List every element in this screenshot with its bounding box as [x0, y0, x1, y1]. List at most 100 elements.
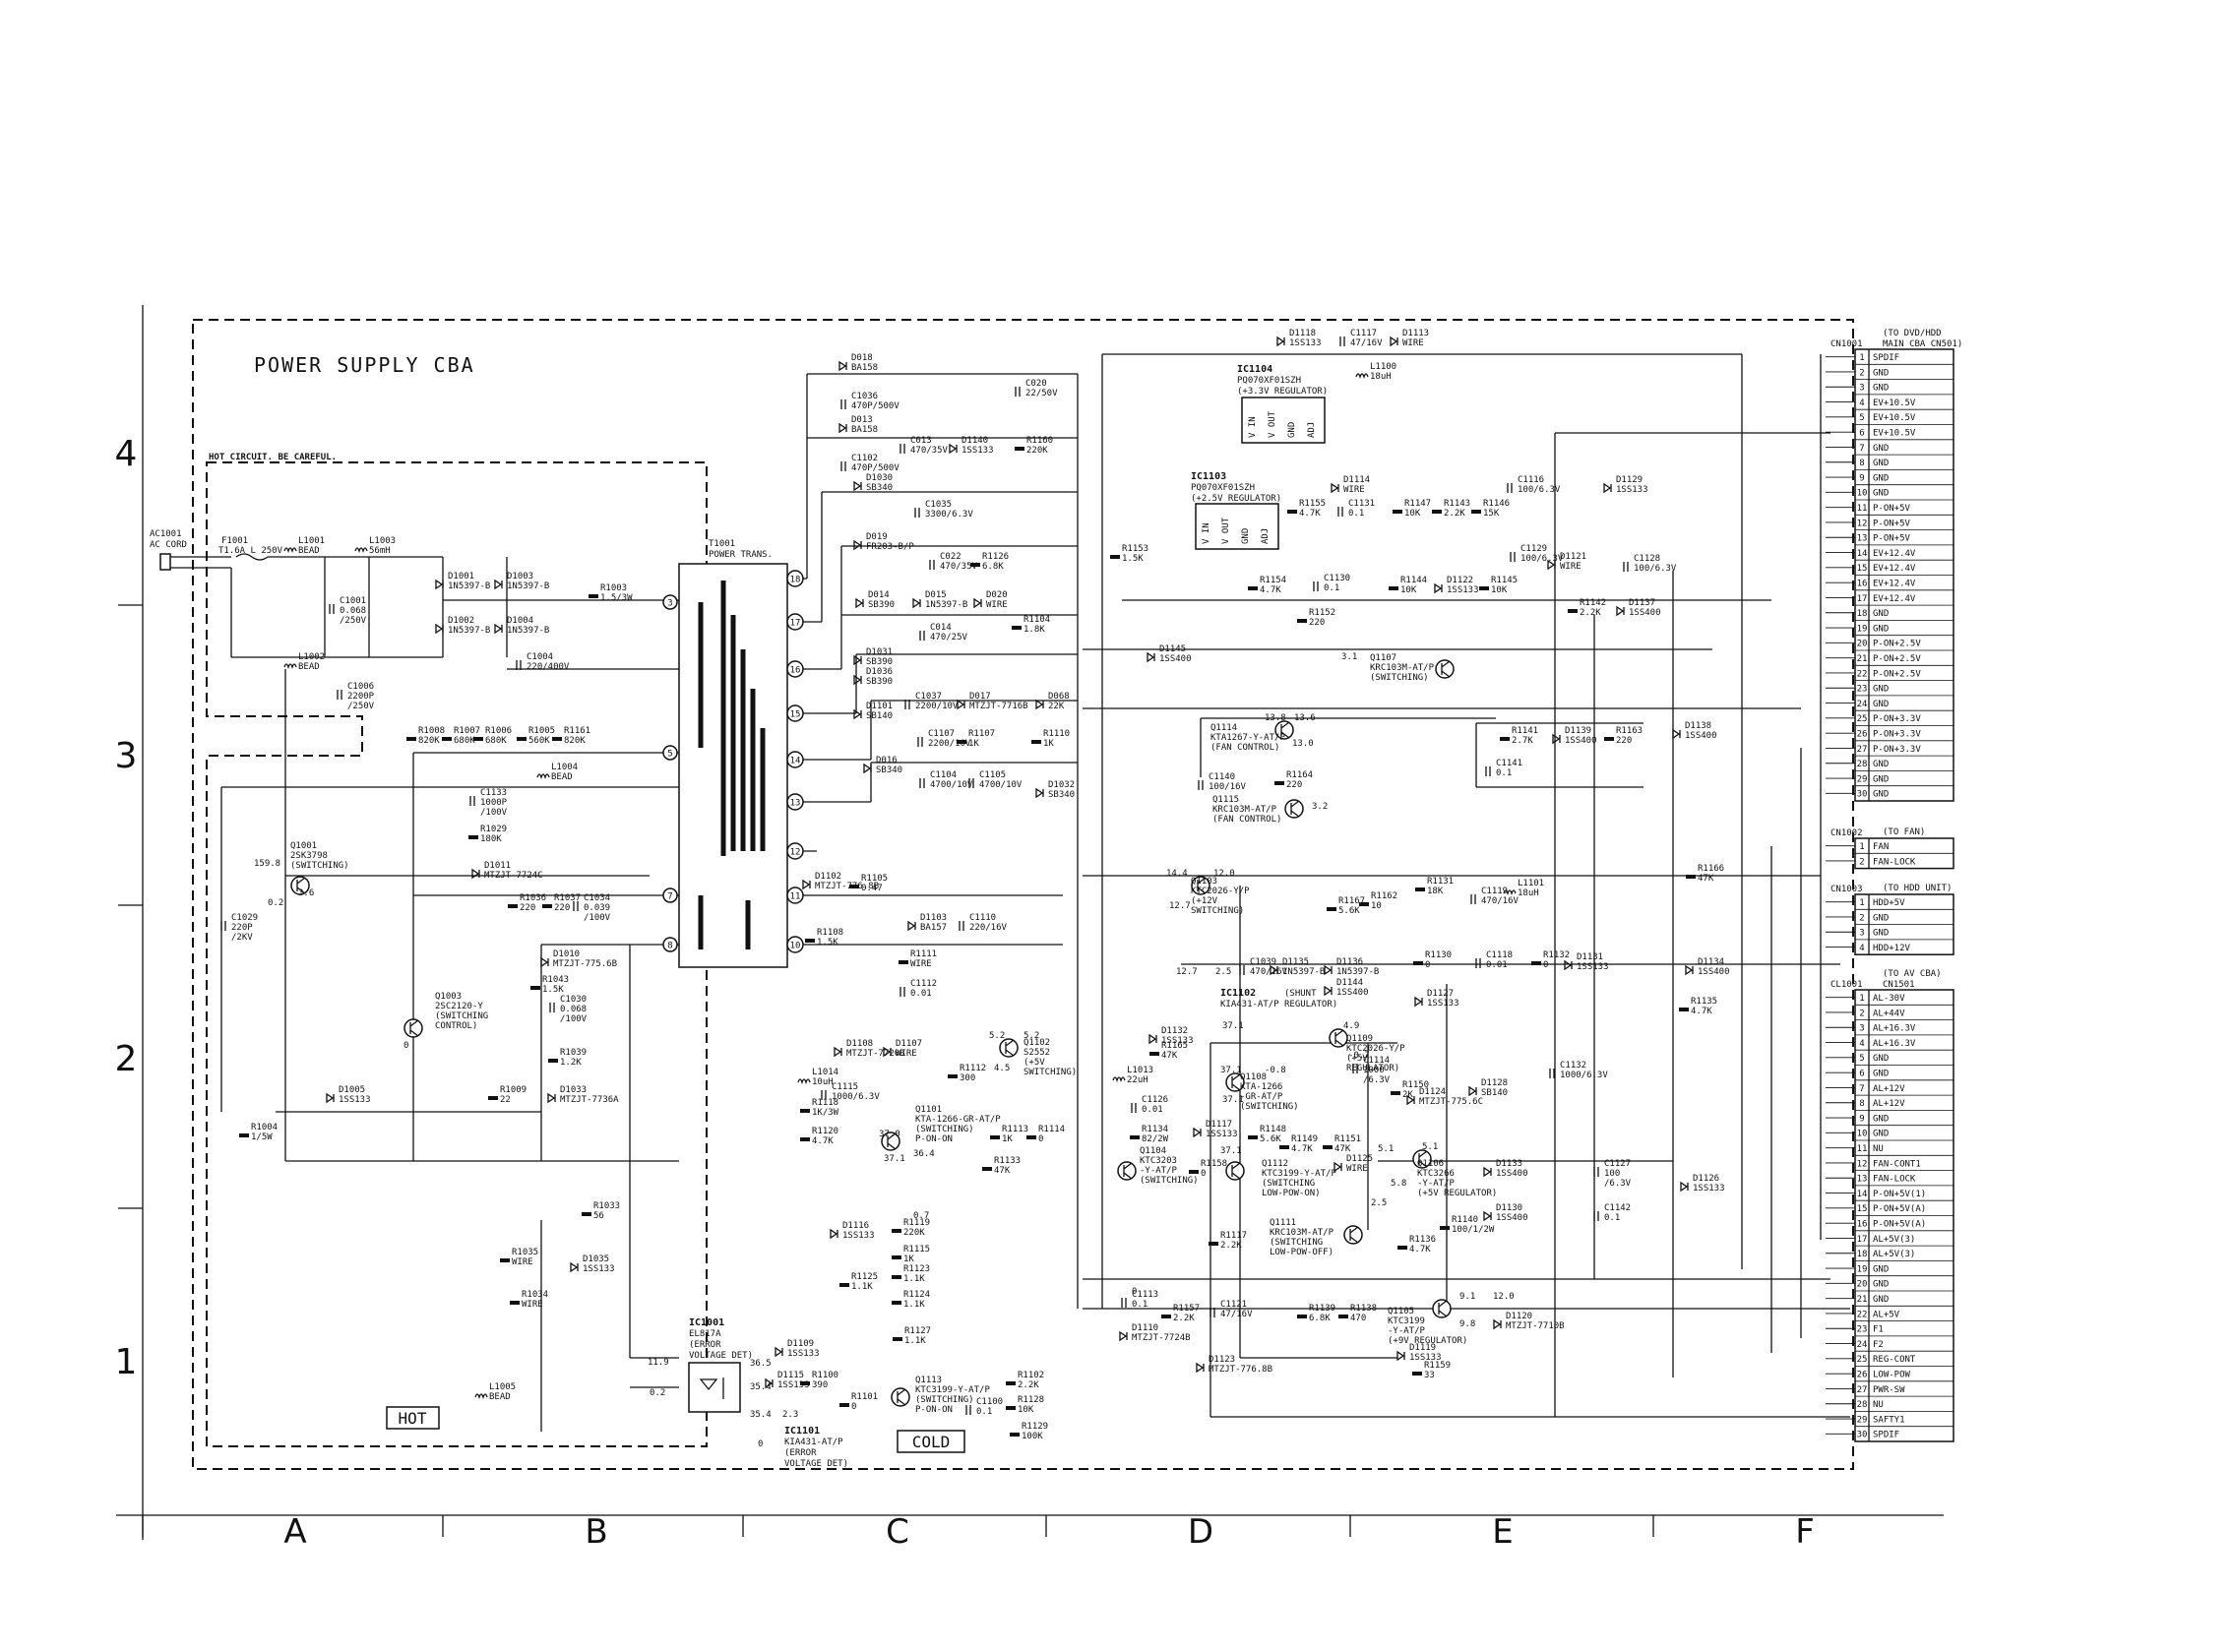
voltage-reading: 0 [758, 1439, 763, 1449]
connector-pin-number: 9 [1859, 473, 1864, 483]
part-value: 56 [593, 1211, 604, 1221]
part-ref: C1004 [527, 652, 553, 662]
part-value: 10uH [812, 1077, 834, 1087]
transistor-part: KTC2026-Y/P [1346, 1044, 1405, 1054]
part-ref: L1001 [298, 536, 325, 546]
connector-pin-number: 4 [1859, 944, 1864, 953]
primary-wiring [220, 669, 679, 1432]
part-value: 1K [1043, 739, 1054, 749]
transformer-pin [786, 660, 804, 678]
part-ref: R1039 [560, 1048, 587, 1058]
part-value: 0 [1201, 1169, 1206, 1179]
part-value: 1SS133 [583, 1264, 615, 1274]
ic1001-desc: (ERROR [689, 1340, 721, 1350]
part-value: 1000P [480, 798, 508, 808]
part-value: 220K [903, 1228, 925, 1238]
part-value: 0 [851, 1402, 856, 1412]
part-value: 18uH [1518, 888, 1539, 898]
connector-pin-label: AL+16.3V [1873, 1024, 1916, 1034]
connector-pin-number: 15 [1857, 1204, 1868, 1214]
part-ref: D1116 [842, 1221, 869, 1231]
part-ref: R1162 [1371, 891, 1397, 901]
transistor-part: KTC3266 [1417, 1169, 1455, 1179]
voltage-reading: 35.4 [750, 1382, 772, 1392]
ac-input-sub: AC CORD [150, 540, 187, 550]
connector-pin-label: GND [1873, 384, 1889, 394]
part-ref: R1037 [554, 893, 581, 903]
part-value: WIRE [1560, 562, 1582, 572]
part-value: 1N5397-B [1282, 967, 1325, 977]
part-value: 220 [1309, 618, 1325, 628]
part-value: MTZJT-7710B [1506, 1321, 1565, 1331]
part-value: /2KV [231, 933, 253, 943]
part-value: /100V [584, 913, 611, 923]
part-ref: D1135 [1282, 957, 1309, 967]
part-value: 100/6.3V [1520, 554, 1564, 564]
voltage-reading: 5.1 [1422, 1142, 1438, 1152]
transistor-ref: Q1113 [915, 1376, 942, 1385]
part-ref: C1105 [979, 770, 1006, 780]
transistor-role: SWITCHING) [1023, 1068, 1077, 1077]
hot-circuit-note: HOT CIRCUIT. BE CAREFUL. [209, 453, 337, 462]
voltage-reading: 37.1 [1222, 1095, 1244, 1105]
part-ref: D1118 [1289, 329, 1316, 338]
transistor-role: LOW-POW-ON) [1262, 1189, 1321, 1198]
connector-pin-label: FAN [1873, 842, 1889, 852]
part-ref: R1140 [1452, 1215, 1478, 1225]
part-ref: D1144 [1336, 978, 1363, 988]
part-value: 220P [231, 923, 253, 933]
cold-label-box [897, 1430, 965, 1453]
connector-pin-number: 22 [1857, 1310, 1868, 1319]
part-ref: D1003 [507, 572, 533, 581]
transistor-role: LOW-POW-OFF) [1270, 1248, 1334, 1257]
voltage-reading: -0.8 [1265, 1066, 1286, 1075]
hot-region-outline [206, 461, 708, 1447]
grid-row-4: 4 [115, 434, 138, 474]
part-ref: R1155 [1299, 499, 1326, 509]
part-value: 470/35V [940, 562, 978, 572]
part-value: 2.2K [1580, 608, 1601, 618]
ic1103: IC1103 PQ070XF01SZH (+2.5V REGULATOR) V … [1191, 471, 1281, 550]
part-ref: R1145 [1491, 576, 1518, 585]
ic1101-part: KIA431-AT/P [784, 1438, 843, 1447]
part-ref: C1104 [930, 770, 957, 780]
part-ref: R1112 [960, 1064, 986, 1073]
transistor-part: 2SC2120-Y [435, 1002, 483, 1011]
part-ref: D1033 [560, 1085, 587, 1095]
part-value: 300 [960, 1073, 975, 1083]
part-ref: D1133 [1496, 1159, 1522, 1169]
part-ref: D1121 [1560, 552, 1586, 562]
part-ref: R1043 [542, 975, 569, 985]
connector-pin-number: 26 [1857, 730, 1868, 740]
transformer-pin [786, 570, 804, 587]
part-ref: D1117 [1206, 1120, 1232, 1130]
transistor-role: P-ON-ON [915, 1405, 953, 1415]
part-ref: R1135 [1691, 997, 1717, 1007]
part-value: 220 [520, 903, 535, 913]
connector-pin-number: 23 [1857, 1325, 1868, 1335]
voltage-reading: 9.8 [1459, 1319, 1475, 1329]
transistor-role: (FAN CONTROL) [1212, 815, 1281, 825]
part-value: 0.068 [340, 606, 366, 616]
connector-pin-number: 2 [1859, 913, 1864, 923]
